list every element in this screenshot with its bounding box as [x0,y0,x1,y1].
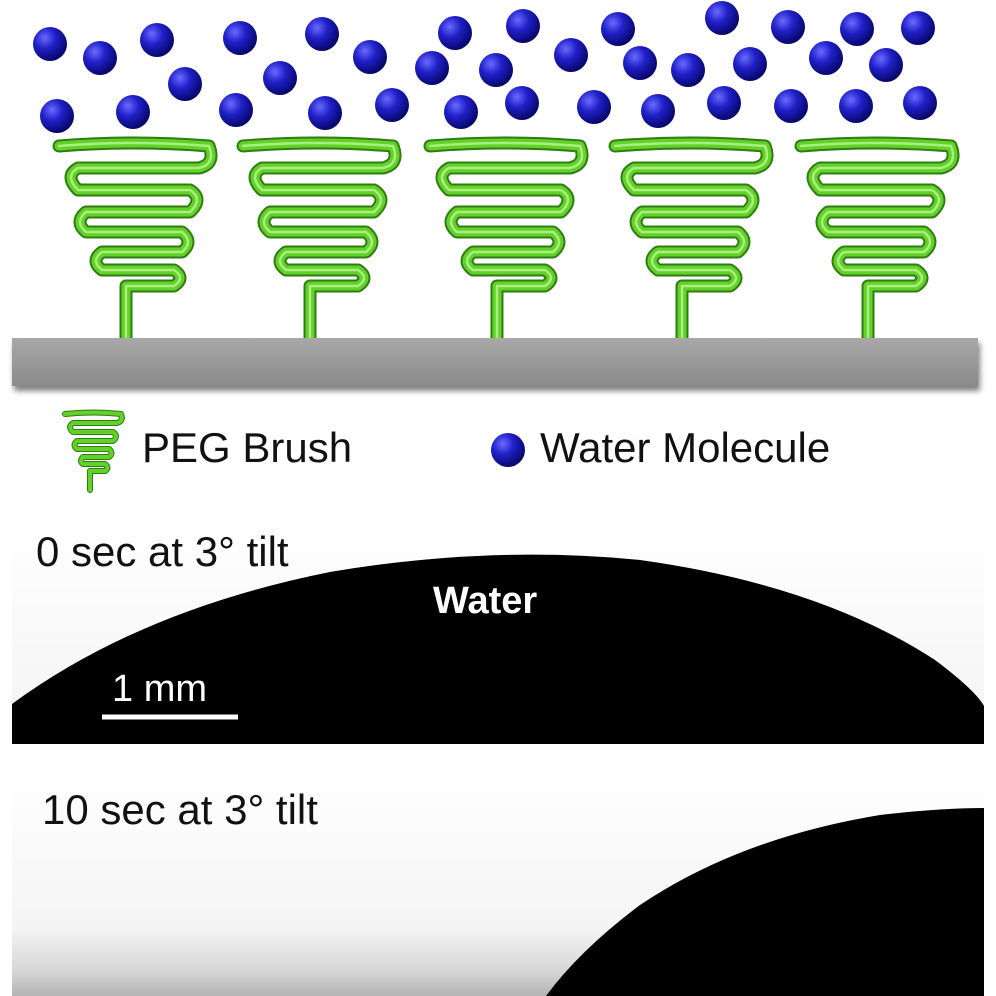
water-molecule-icon [601,12,635,46]
water-molecule-icon [903,86,937,120]
water-molecule-icon [623,46,657,80]
water-molecule-icon [705,1,739,35]
water-molecule-icon [505,86,539,120]
water-molecule-icon [774,89,808,123]
water-molecule-icon [263,61,297,95]
panel-bottom-caption: 10 sec at 3° tilt [42,786,318,834]
water-molecules [33,1,937,133]
water-molecule-icon [223,21,257,55]
substrate [12,338,978,386]
water-molecule-icon [641,94,675,128]
water-molecule-icon [116,95,150,129]
water-molecule-icon [305,17,339,51]
peg-brush-icon [430,143,582,338]
peg-brush-icon [59,143,211,338]
water-molecule-icon [771,10,805,44]
water-molecule-icon [671,53,705,87]
water-molecule-icon [308,96,342,130]
water-molecule-icon [554,38,588,72]
water-molecule-icon [40,99,74,133]
water-molecule-icon [33,27,67,61]
water-molecule-icon [375,88,409,122]
water-molecule-icon [415,51,449,85]
water-molecule-icon [809,41,843,75]
water-molecule-icon [219,93,253,127]
water-molecule-icon [733,47,767,81]
water-molecule-icon [707,86,741,120]
water-molecule-icon [577,90,611,124]
panel-top-caption: 0 sec at 3° tilt [36,528,289,576]
water-molecule-icon [506,9,540,43]
water-molecule-icon [839,89,873,123]
peg-brushes [59,143,953,338]
water-molecule-icon [901,11,935,45]
drop-label: Water [433,580,537,623]
water-molecule-icon [840,12,874,46]
water-molecule-icon [353,40,387,74]
water-molecule-icon [869,48,903,82]
water-molecule-icon [444,95,478,129]
water-molecule-icon [168,67,202,101]
water-molecule-icon [83,41,117,75]
legend-water-label: Water Molecule [540,424,830,472]
peg-brush-icon [801,143,953,338]
peg-brush-icon [615,143,767,338]
peg-brush-icon [243,143,395,338]
water-molecule-icon [140,23,174,57]
legend-water-molecule-icon [491,433,525,467]
legend-peg-label: PEG Brush [142,424,352,472]
legend-peg-brush-icon [65,413,122,491]
scale-bar-label: 1 mm [112,668,207,711]
water-molecule-icon [438,16,472,50]
water-molecule-icon [479,53,513,87]
